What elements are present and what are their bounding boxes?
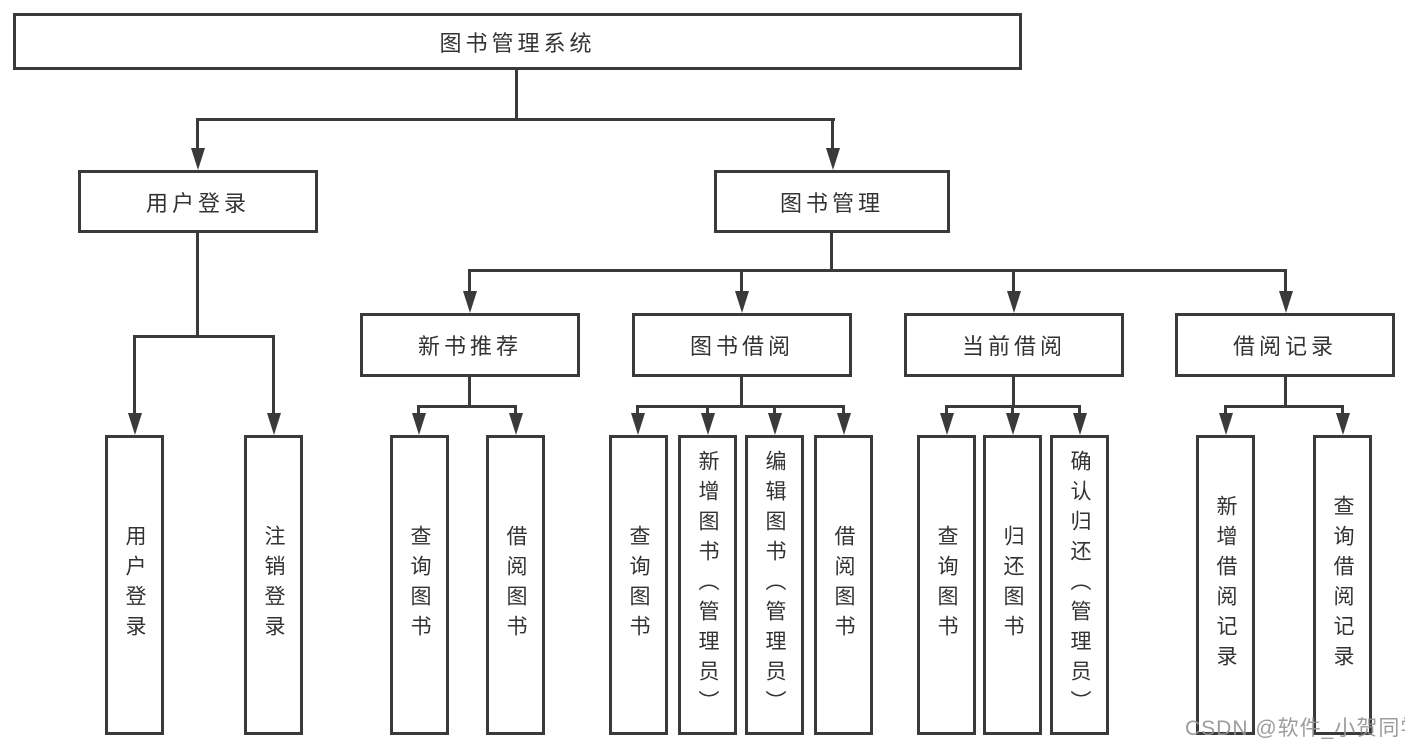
leaf-add-books-admin: 新增图书（管理员）: [678, 435, 737, 735]
leaf-user-login-label: 用户登录: [123, 525, 146, 645]
connector-line: [1012, 269, 1015, 295]
node-new-book-recommendation: 新书推荐: [360, 313, 580, 377]
node-new-book-recommendation-label: 新书推荐: [417, 334, 522, 359]
connector-line: [133, 335, 136, 417]
connector-line: [842, 405, 845, 417]
arrowhead-icon: [463, 291, 477, 313]
node-book-borrowing-label: 图书借阅: [689, 334, 794, 359]
arrowhead-icon: [267, 413, 281, 435]
arrowhead-icon: [768, 413, 782, 435]
leaf-current-query-books-label: 查询图书: [935, 525, 958, 645]
leaf-add-books-admin-label: 新增图书（管理员）: [696, 450, 719, 720]
connector-line: [740, 269, 743, 295]
connector-line: [417, 405, 517, 408]
leaf-return-books: 归还图书: [983, 435, 1042, 735]
connector-line: [468, 377, 471, 405]
connector-line: [196, 118, 835, 121]
node-user-login: 用户登录: [78, 170, 318, 233]
node-borrowing-records-label: 借阅记录: [1232, 334, 1337, 359]
node-book-management-label: 图书管理: [779, 190, 884, 216]
leaf-query-borrow-record-label: 查询借阅记录: [1331, 495, 1354, 675]
node-root-label: 图书管理系统: [439, 30, 596, 56]
leaf-logout-label: 注销登录: [262, 525, 285, 645]
connector-line: [773, 405, 776, 417]
leaf-return-books-label: 归还图书: [1001, 525, 1024, 645]
leaf-recommend-borrow-books: 借阅图书: [486, 435, 545, 735]
connector-line: [417, 405, 420, 417]
arrowhead-icon: [940, 413, 954, 435]
connector-line: [514, 405, 517, 417]
node-borrowing-records: 借阅记录: [1175, 313, 1395, 377]
connector-line: [831, 118, 834, 152]
node-current-borrowing: 当前借阅: [904, 313, 1124, 377]
arrowhead-icon: [191, 148, 205, 170]
connector-line: [1078, 405, 1081, 417]
connector-line: [1012, 377, 1015, 405]
leaf-logout: 注销登录: [244, 435, 303, 735]
connector-line: [636, 405, 845, 408]
arrowhead-icon: [1279, 291, 1293, 313]
connector-line: [272, 335, 275, 417]
arrowhead-icon: [701, 413, 715, 435]
csdn-watermark: CSDN @软件_小贺同学: [1185, 717, 1405, 740]
arrowhead-icon: [1007, 291, 1021, 313]
arrowhead-icon: [631, 413, 645, 435]
connector-line: [1284, 269, 1287, 295]
leaf-add-borrow-record-label: 新增借阅记录: [1214, 495, 1237, 675]
arrowhead-icon: [412, 413, 426, 435]
leaf-borrow-query-books: 查询图书: [609, 435, 668, 735]
arrowhead-icon: [1006, 413, 1020, 435]
leaf-recommend-borrow-books-label: 借阅图书: [504, 525, 527, 645]
leaf-recommend-query-books: 查询图书: [390, 435, 449, 735]
leaf-query-borrow-record: 查询借阅记录: [1313, 435, 1372, 735]
leaf-edit-books-admin-label: 编辑图书（管理员）: [763, 450, 786, 720]
leaf-confirm-return-admin: 确认归还（管理员）: [1050, 435, 1109, 735]
arrowhead-icon: [1336, 413, 1350, 435]
leaf-borrow-books: 借阅图书: [814, 435, 873, 735]
connector-line: [468, 269, 471, 295]
connector-line: [196, 118, 199, 152]
connector-line: [830, 233, 833, 271]
arrowhead-icon: [837, 413, 851, 435]
connector-line: [133, 335, 275, 338]
connector-line: [515, 70, 518, 120]
connector-line: [1224, 405, 1344, 408]
arrowhead-icon: [826, 148, 840, 170]
arrowhead-icon: [509, 413, 523, 435]
arrowhead-icon: [735, 291, 749, 313]
connector-line: [706, 405, 709, 417]
leaf-borrow-books-label: 借阅图书: [832, 525, 855, 645]
connector-line: [945, 405, 948, 417]
leaf-edit-books-admin: 编辑图书（管理员）: [745, 435, 804, 735]
node-book-management: 图书管理: [714, 170, 950, 233]
leaf-user-login: 用户登录: [105, 435, 164, 735]
leaf-confirm-return-admin-label: 确认归还（管理员）: [1068, 450, 1091, 720]
leaf-add-borrow-record: 新增借阅记录: [1196, 435, 1255, 735]
node-book-borrowing: 图书借阅: [632, 313, 852, 377]
node-current-borrowing-label: 当前借阅: [961, 334, 1066, 359]
node-user-login-label: 用户登录: [145, 190, 250, 216]
connector-line: [1224, 405, 1227, 417]
connector-line: [636, 405, 639, 417]
connector-line: [740, 377, 743, 405]
connector-line: [1284, 377, 1287, 405]
leaf-current-query-books: 查询图书: [917, 435, 976, 735]
connector-line: [1341, 405, 1344, 417]
leaf-borrow-query-books-label: 查询图书: [627, 525, 650, 645]
arrowhead-icon: [128, 413, 142, 435]
connector-line: [196, 233, 199, 335]
connector-line: [468, 269, 1287, 272]
connector-line: [1011, 405, 1014, 417]
arrowhead-icon: [1219, 413, 1233, 435]
arrowhead-icon: [1073, 413, 1087, 435]
leaf-recommend-query-books-label: 查询图书: [408, 525, 431, 645]
node-root: 图书管理系统: [13, 13, 1022, 70]
